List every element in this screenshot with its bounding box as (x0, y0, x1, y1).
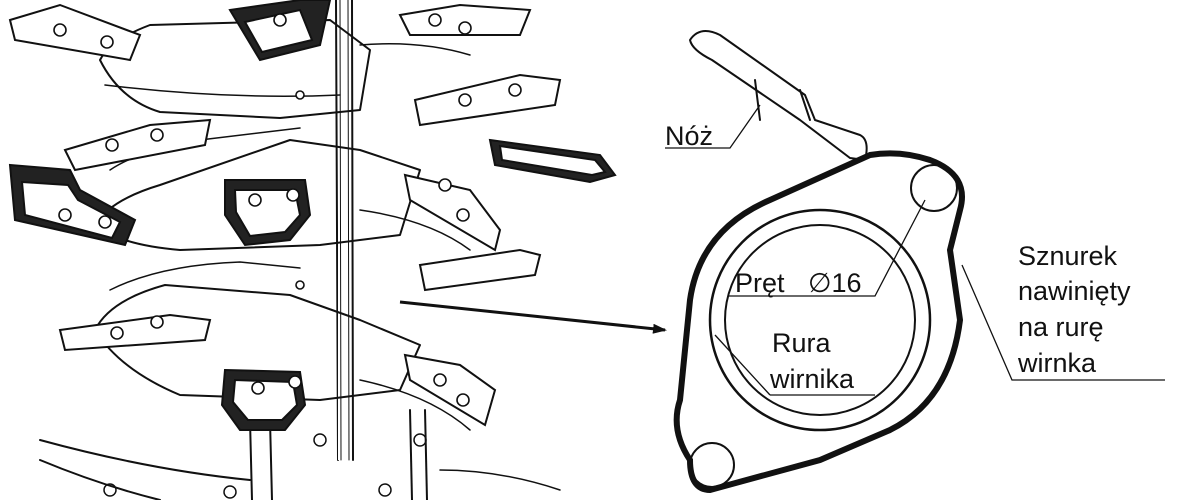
rod-circle-bottom (689, 442, 735, 488)
pipe-cross-section (673, 150, 965, 494)
bolts (53, 13, 522, 407)
rotor-base (39, 409, 561, 500)
rotor-assembly (8, 0, 617, 500)
label-string-line4: wirnka (1017, 348, 1097, 378)
string-wrap-outline (673, 150, 965, 494)
knife-drawing (689, 30, 868, 161)
inner-pipe-circle (724, 224, 916, 416)
dark-blades (8, 0, 617, 431)
label-rod-diameter: ∅16 (808, 268, 862, 298)
rod-circle-top (910, 164, 958, 212)
label-pipe-line2: wirnika (769, 364, 855, 394)
leader-lines (665, 104, 1165, 396)
label-string-line1: Sznurek (1018, 241, 1118, 271)
label-knife: Nóż (665, 121, 713, 151)
label-rod: Pręt (735, 268, 785, 298)
label-pipe-line1: Rura (772, 328, 832, 358)
pointer-arrow (399, 300, 667, 334)
central-rod (335, 0, 354, 461)
outer-pipe-circle (708, 208, 932, 432)
label-string-line2: nawinięty (1018, 276, 1131, 306)
label-string-line3: na rurę (1018, 312, 1104, 342)
